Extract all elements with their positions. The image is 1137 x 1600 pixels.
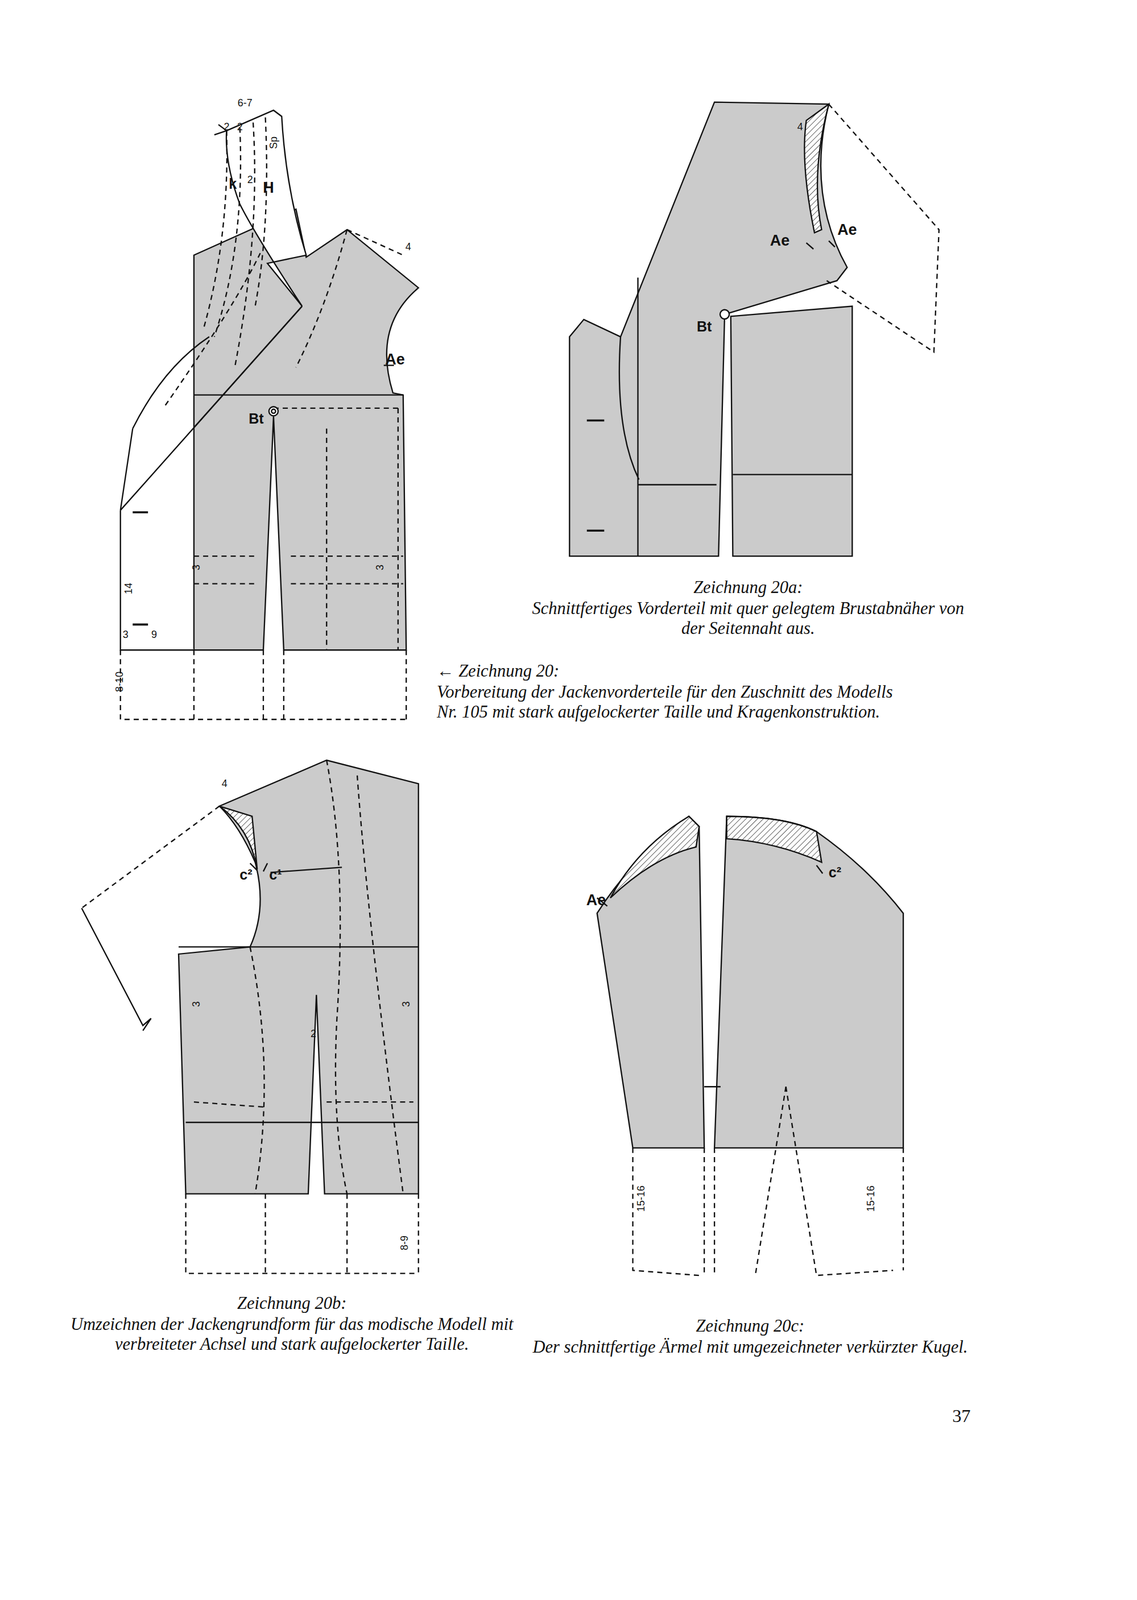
pattern-mark: 8-10 bbox=[113, 671, 126, 693]
side-piece bbox=[730, 306, 853, 557]
undersleeve bbox=[597, 816, 705, 1149]
pattern-mark: Ae bbox=[837, 220, 857, 239]
pattern-mark: 2 bbox=[223, 120, 230, 133]
figure-20b bbox=[81, 760, 419, 1275]
pattern-mark: Sp bbox=[267, 136, 280, 150]
bust-point bbox=[269, 406, 279, 416]
pattern-mark: Bt bbox=[248, 410, 264, 427]
pattern-mark: 2 bbox=[247, 174, 254, 186]
caption-text: ← Zeichnung 20: bbox=[436, 661, 896, 682]
caption-text: Zeichnung 20b: bbox=[56, 1293, 527, 1314]
pattern-mark: k bbox=[228, 175, 237, 193]
pattern-mark: c² bbox=[828, 864, 842, 882]
pattern-mark: Ae bbox=[586, 891, 606, 909]
buttonholes bbox=[586, 420, 605, 531]
pattern-mark: 4 bbox=[797, 120, 804, 133]
buttonholes bbox=[132, 512, 148, 625]
dashed-lines bbox=[120, 117, 407, 721]
pattern-mark: 9 bbox=[151, 629, 157, 642]
page-number: 37 bbox=[952, 1406, 971, 1428]
inner-lines bbox=[178, 867, 419, 1123]
pattern-mark: 3 bbox=[400, 1001, 413, 1008]
pattern-mark: 4 bbox=[405, 241, 412, 254]
figure-20c bbox=[597, 816, 904, 1276]
sleeve-edge bbox=[81, 908, 152, 1031]
pattern-mark: 4 bbox=[221, 778, 228, 791]
pattern-mark: 3 bbox=[189, 564, 202, 571]
pattern-mark: 8-9 bbox=[398, 1235, 411, 1251]
dashed-lines bbox=[185, 760, 419, 1275]
dashed-lines bbox=[633, 1086, 904, 1276]
notches bbox=[806, 241, 835, 250]
pattern-mark: 15-16 bbox=[864, 1186, 877, 1213]
caption-text: Zeichnung 20c: bbox=[525, 1316, 975, 1337]
caption-text: Zeichnung 20a: bbox=[523, 577, 974, 598]
figure-20a bbox=[569, 102, 940, 557]
pattern-mark: 3 bbox=[373, 564, 386, 571]
pattern-mark: 14 bbox=[122, 583, 135, 595]
sleeve-dashed bbox=[826, 104, 939, 353]
pattern-mark: 15-16 bbox=[635, 1186, 648, 1213]
jacket-front bbox=[178, 760, 419, 1195]
caption-text: Vorbereitung der Jackenvorderteile für d… bbox=[436, 682, 896, 723]
notches bbox=[597, 865, 824, 1087]
pattern-mark: c² bbox=[239, 866, 252, 883]
figure-20 bbox=[120, 110, 419, 720]
pattern-mark: 6-7 bbox=[237, 97, 253, 110]
caption-text: Der schnittfertige Ärmel mit umgezeichne… bbox=[520, 1337, 980, 1358]
pattern-mark: Ae bbox=[770, 232, 790, 250]
caption-text: Umzeichnen der Jackengrundform für das m… bbox=[52, 1315, 532, 1355]
lapel-facing bbox=[120, 306, 303, 651]
pattern-mark: Ae bbox=[385, 350, 405, 369]
bust-point bbox=[720, 309, 730, 320]
bust-point-inner bbox=[271, 409, 276, 414]
pattern-mark: H bbox=[262, 179, 274, 197]
cap-hatch-right bbox=[726, 816, 822, 863]
notches bbox=[250, 863, 268, 872]
pattern-mark: c¹ bbox=[269, 866, 282, 883]
armhole-hatch bbox=[219, 806, 258, 870]
pattern-mark: 2 bbox=[310, 1027, 317, 1040]
inner-lines bbox=[619, 277, 853, 557]
pattern-mark: Bt bbox=[696, 318, 712, 336]
pattern-mark: 2 bbox=[237, 120, 243, 133]
armhole-hatch bbox=[804, 104, 829, 233]
caption-text: Schnittfertiges Vorderteil mit quer gele… bbox=[518, 598, 978, 639]
topsleeve bbox=[714, 816, 904, 1149]
pattern-mark: 3 bbox=[189, 1001, 202, 1008]
sleeve-outline bbox=[81, 806, 220, 909]
pattern-mark: 3 bbox=[122, 629, 129, 642]
cap-hatch-left bbox=[610, 816, 700, 899]
